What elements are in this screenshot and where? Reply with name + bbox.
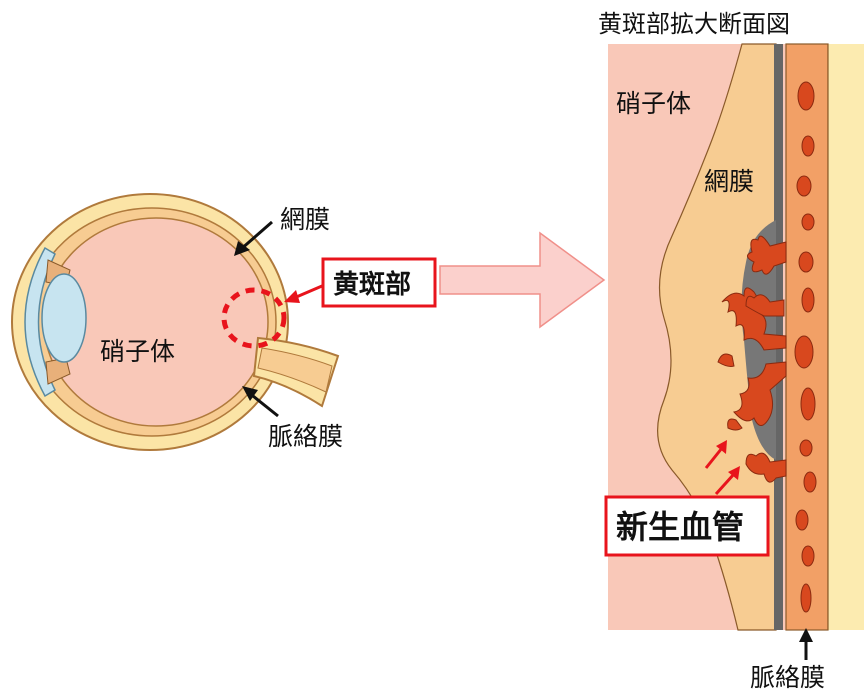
- enlarged-section-title: 黄斑部拡大断面図: [598, 10, 790, 38]
- enlarged-sclera: [828, 44, 864, 630]
- eye-retina-label: 網膜: [280, 205, 330, 234]
- neovascular-label: 新生血管: [616, 508, 744, 546]
- enlarge-arrow: [440, 233, 604, 327]
- enlarged-retina-label: 網膜: [704, 167, 754, 196]
- macula-label: 黄斑部: [333, 270, 411, 300]
- enlarged-vitreous-label: 硝子体: [616, 89, 691, 118]
- macula-callout: 黄斑部: [284, 259, 435, 306]
- lens: [42, 274, 86, 362]
- eye-vitreous-label: 硝子体: [100, 337, 175, 366]
- enlarged-choroid-pointer: [799, 628, 813, 660]
- eye-choroid-label: 脈絡膜: [268, 422, 343, 451]
- macula-arrowhead: [284, 290, 300, 303]
- enlarged-choroid-label: 脈絡膜: [750, 663, 825, 692]
- neovascular-callout: 新生血管: [606, 497, 768, 555]
